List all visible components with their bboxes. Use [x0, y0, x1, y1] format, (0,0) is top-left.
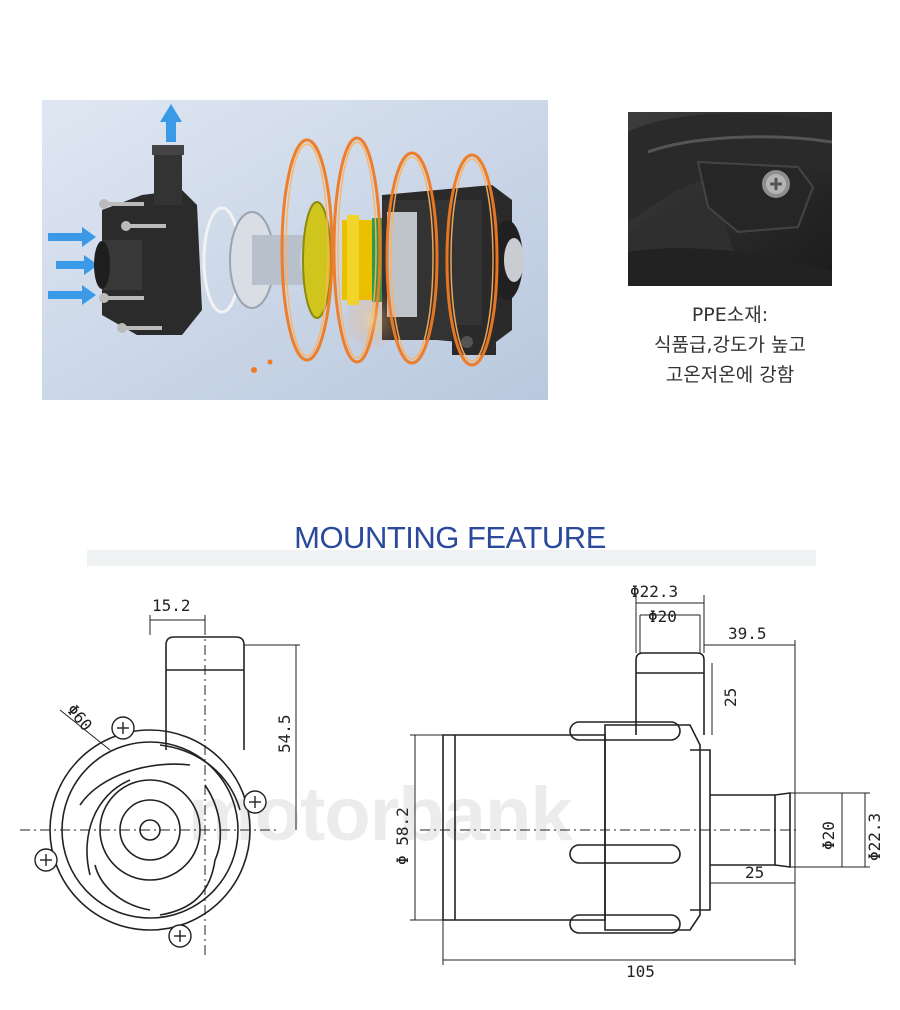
dim-front-diameter: Φ60: [63, 700, 96, 734]
mounting-drawing: motorbank 15.2 54.5 Φ60: [20, 582, 884, 981]
dim-inlet-length: 25: [745, 863, 764, 882]
dim-body-diameter: Φ 58.2: [393, 807, 412, 865]
material-closeup-photo: [628, 112, 832, 286]
caption-line-3: 고온저온에 강함: [665, 364, 795, 386]
dim-outlet-outer: Φ22.3: [630, 582, 678, 601]
watermark-text: motorbank: [188, 772, 573, 857]
dim-total-length: 105: [626, 962, 655, 981]
flow-arrow-icon: [48, 227, 98, 305]
heat-ring-icon: [280, 136, 499, 367]
dim-front-width: 15.2: [152, 596, 191, 615]
section-title: MOUNTING FEATURE: [294, 520, 606, 555]
material-caption: PPE소재: 식품급,강도가 높고 고온저온에 강함: [600, 300, 860, 390]
screw-icon: [770, 178, 782, 190]
pump-volute-housing: [94, 145, 202, 335]
heat-ring-icon: [285, 141, 494, 362]
dim-front-height: 54.5: [275, 714, 294, 753]
dim-inlet-inner: Φ20: [819, 821, 838, 850]
exploded-pump-illustration: [42, 100, 548, 400]
dim-outlet-offset: 39.5: [728, 624, 767, 643]
dim-outlet-height: 25: [721, 688, 740, 707]
dim-outlet-inner: Φ20: [648, 607, 677, 626]
dim-inlet-outer: Φ22.3: [865, 813, 884, 861]
title-underline-band: [87, 550, 816, 566]
caption-line-2: 식품급,강도가 높고: [654, 334, 806, 356]
flow-arrow-icon: [160, 104, 182, 142]
screw-icon: [34, 716, 267, 948]
caption-line-1: PPE소재:: [691, 304, 769, 326]
